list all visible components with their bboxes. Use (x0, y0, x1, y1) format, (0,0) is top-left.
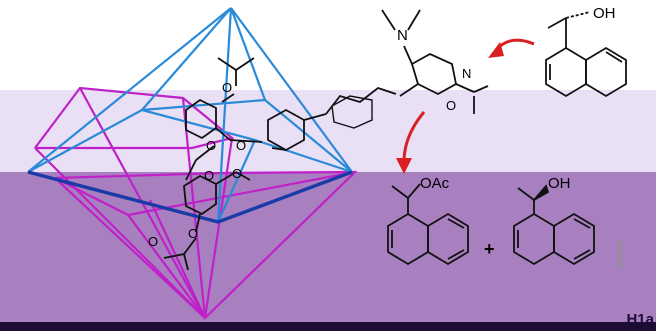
o-label-ester-top: O (222, 80, 233, 95)
arrow-head-bottom (396, 158, 412, 174)
dmap-fragment (381, 9, 489, 114)
o-label-keto: O (446, 98, 457, 113)
product-alcohol (513, 184, 595, 266)
o-label-ester-4: O (232, 166, 243, 181)
n-label-ring: N (462, 66, 472, 81)
plus-sign: + (484, 239, 495, 259)
band-light (0, 90, 656, 172)
product-acetate (387, 183, 469, 266)
band-dark (0, 172, 656, 325)
band-bottom (0, 322, 656, 331)
grey-bar-right (617, 240, 622, 268)
oh-label-top: OH (593, 5, 616, 22)
cage-label: H1a (626, 311, 654, 328)
oh-label-product: OH (548, 175, 571, 192)
arrow-head-top (488, 42, 504, 58)
o-label-bottom-2: O (148, 234, 159, 249)
guest-molecule (163, 57, 397, 271)
o-label-bottom-1: O (188, 226, 199, 241)
oac-label: OAc (420, 175, 450, 192)
blue-cage (27, 7, 353, 223)
blue-cage-base (27, 170, 353, 224)
o-label-ester-2: O (236, 138, 247, 153)
o-label-ester-3: O (204, 168, 215, 183)
o-label-ester-1: O (206, 138, 217, 153)
n-label-top: N (397, 27, 408, 44)
start-alcohol (545, 11, 627, 98)
